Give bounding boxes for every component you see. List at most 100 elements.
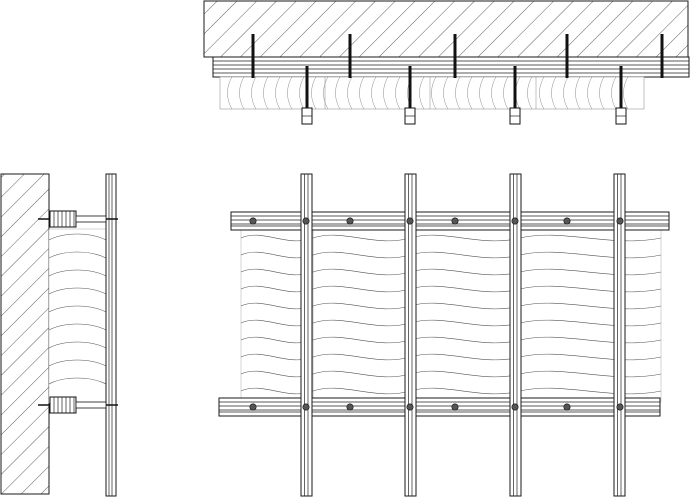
top-board-grain [599,76,605,110]
front-board-grain [409,302,521,310]
side-board-grain [48,305,107,313]
top-board-grain [479,76,485,110]
top-board-grain [611,76,617,110]
front-screw [406,217,414,225]
top-hatched-wall [203,0,689,58]
front-horizontal-batten [218,397,661,417]
front-board-grain [519,387,662,395]
top-board-grain [527,76,533,110]
top-board-outline [219,76,645,110]
top-board-grain [623,76,629,110]
front-screws [249,217,624,411]
front-board-grain [312,353,411,361]
front-elevation-view [218,173,670,497]
front-vertical-batten [509,173,522,497]
front-screw [563,403,571,411]
side-anchor-bolts [38,210,118,414]
top-board-grain [251,76,257,110]
top-board-grain [323,76,329,110]
side-section-view [0,173,118,497]
side-board-grain [48,359,107,367]
top-board-grain [431,76,437,110]
front-board-grain [519,353,662,361]
front-board-grain [519,251,662,259]
front-board-grain [312,268,411,276]
side-hatched-wall [0,173,50,495]
front-board-grain [519,370,662,378]
side-board-grain [48,269,107,277]
front-board-grain [409,234,521,242]
top-board-grain [299,76,305,110]
top-board-grain [395,76,401,110]
front-screw [563,217,571,225]
side-board-grain [48,287,107,295]
top-section-view [203,0,690,125]
top-board-grain [239,76,245,110]
top-board-grain [575,76,581,110]
front-board-grain [312,302,411,310]
front-screw [511,217,519,225]
side-insulation-boards [48,228,107,404]
front-screw [346,217,354,225]
front-screw [616,217,624,225]
top-board-grain [383,76,389,110]
front-board-grain [312,387,411,395]
side-anchor-sleeve [75,401,107,409]
top-board-grain [587,76,593,110]
front-vertical-batten [300,173,313,497]
top-board-grain [551,76,557,110]
front-board-grain [409,251,521,259]
front-board-grain [409,387,521,395]
front-board-grain [312,285,411,293]
front-board-grain [519,302,662,310]
front-board-grain [409,370,521,378]
top-fasteners [251,34,664,125]
front-screw [249,217,257,225]
top-board-grain [467,76,473,110]
side-anchor-sleeve [75,215,107,223]
front-board-grain [409,319,521,327]
top-board-grain [263,76,269,110]
front-screw [302,217,310,225]
side-board-outline [48,228,107,404]
top-board-grain [335,76,341,110]
top-board-grain [443,76,449,110]
side-board-grain [48,251,107,259]
top-board-grain [311,76,317,110]
front-board-grain [409,336,521,344]
front-board-grain [519,319,662,327]
front-vertical-batten [613,173,626,497]
front-board-grain [312,336,411,344]
front-board-grain [519,336,662,344]
top-board-grain [455,76,461,110]
top-board-grain [347,76,353,110]
front-board-grain [519,268,662,276]
side-board-grain [48,233,107,241]
front-board-grain [312,251,411,259]
top-board-grain [371,76,377,110]
front-board-grain [519,234,662,242]
front-screw [302,403,310,411]
front-screw [451,217,459,225]
top-board-grain [359,76,365,110]
top-board-grain [275,76,281,110]
front-screw [451,403,459,411]
top-board-grain [287,76,293,110]
front-board-grain [519,285,662,293]
front-horizontal-batten [230,211,670,231]
top-board-grain [419,76,425,110]
front-board-grain [409,285,521,293]
front-screw [249,403,257,411]
front-board-grain [312,370,411,378]
top-horizontal-batten [212,56,690,78]
front-screw [346,403,354,411]
side-board-grain [48,341,107,349]
top-cladding-boards [219,76,645,110]
front-board-grain [312,319,411,327]
front-board-grain [409,353,521,361]
top-board-grain [491,76,497,110]
top-board-grain [539,76,545,110]
side-board-grain [48,377,107,385]
front-vertical-battens [300,173,626,497]
